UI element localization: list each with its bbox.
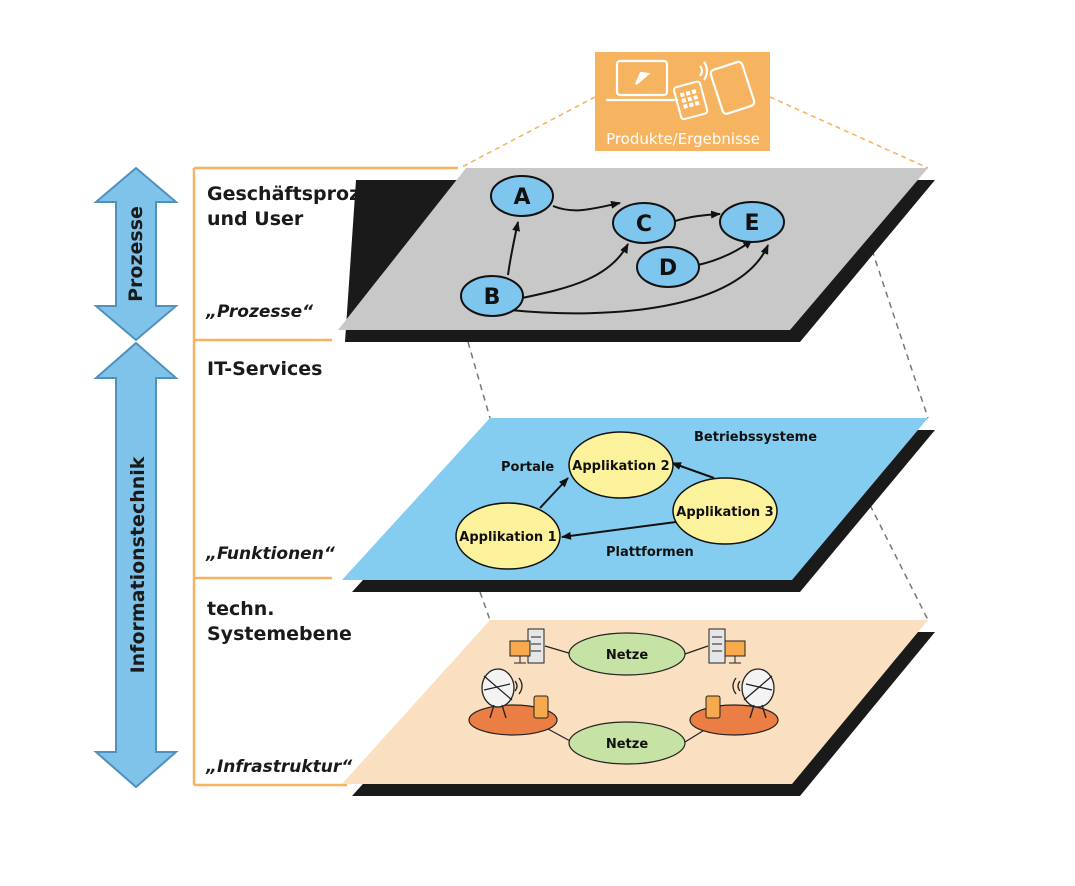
business-layer-tag: „Prozesse“	[206, 302, 314, 322]
right-server-icon	[708, 628, 726, 664]
product-box-label: Produkte/Ergebnisse	[606, 130, 760, 148]
process-nodes: A B C D E	[460, 175, 785, 317]
right-mobile-icon	[705, 695, 721, 719]
plane-connector-lines	[467, 249, 929, 621]
left-infra-cluster	[468, 628, 558, 736]
tablet-icon	[699, 60, 756, 115]
network-bottom: Netze	[568, 721, 686, 765]
infrastructure-title-line2: Systemebene	[207, 623, 352, 645]
product-connector-lines	[459, 96, 929, 169]
app-3: Applikation 3	[672, 477, 778, 545]
right-satellite-dish-icon	[732, 668, 775, 719]
node-d-label: D	[659, 256, 677, 281]
app-1: Applikation 1	[455, 502, 561, 570]
node-c-label: C	[636, 212, 652, 237]
network-top-label: Netze	[606, 648, 648, 663]
app-3-label: Applikation 3	[676, 505, 773, 520]
label-portale: Portale	[501, 460, 554, 475]
edge-b-a	[507, 221, 520, 276]
edge-app1-app2	[539, 477, 569, 509]
edge-c-e	[671, 210, 721, 223]
infrastructure-layer-title: techn. Systemebene	[207, 597, 352, 647]
business-layer-title: Geschäftsprozesse und User	[207, 182, 409, 232]
node-e-label: E	[744, 211, 759, 236]
app-1-label: Applikation 1	[459, 530, 556, 545]
network-top: Netze	[568, 632, 686, 676]
arrow-informationstechnik-label: Informationstechnik	[127, 456, 149, 674]
network-bottom-label: Netze	[606, 737, 648, 752]
phone-icon	[672, 80, 709, 121]
node-b-label: B	[484, 285, 501, 310]
left-mobile-icon	[533, 695, 549, 719]
plane-business	[338, 168, 935, 342]
app-2: Applikation 2	[568, 431, 674, 499]
network-nodes: Netze Netze	[568, 632, 686, 765]
left-monitor-icon	[509, 640, 531, 664]
node-a: A	[490, 175, 554, 217]
arrow-informationstechnik	[93, 341, 179, 789]
edge-b-e	[509, 244, 769, 315]
infrastructure-title-line1: techn.	[207, 598, 275, 620]
right-infra-cluster	[689, 628, 779, 736]
left-server-icon	[527, 628, 545, 664]
left-satellite-dish-icon	[481, 668, 523, 719]
arrow-prozesse-label: Prozesse	[125, 206, 147, 302]
app-edges	[539, 462, 715, 540]
label-plattformen: Plattformen	[606, 545, 694, 560]
right-disc	[689, 704, 779, 736]
business-title-line2: und User	[207, 208, 304, 230]
node-a-label: A	[513, 185, 530, 210]
network-links	[544, 645, 709, 743]
laptop-icon	[606, 59, 678, 102]
label-betriebssysteme: Betriebssysteme	[694, 430, 817, 445]
orange-bracket	[192, 166, 458, 787]
business-title-line1: Geschäftsprozesse	[207, 183, 409, 205]
node-c: C	[612, 202, 676, 244]
arrow-prozesse	[93, 166, 179, 342]
it-services-layer-tag: „Funktionen“	[206, 544, 335, 564]
it-services-layer-title: IT-Services	[207, 358, 323, 380]
edge-b-c	[521, 243, 629, 299]
right-monitor-icon	[724, 640, 746, 664]
product-box: Produkte/Ergebnisse	[595, 52, 770, 151]
node-b: B	[460, 275, 524, 317]
app-2-label: Applikation 2	[572, 459, 669, 474]
edge-a-c	[552, 200, 621, 212]
edge-app3-app1	[561, 521, 677, 540]
infrastructure-layer-tag: „Infrastruktur“	[206, 757, 353, 777]
node-d: D	[636, 246, 700, 288]
app-nodes: Applikation 1 Applikation 2 Applikation …	[455, 431, 778, 570]
node-e: E	[719, 201, 785, 243]
edge-app3-app2	[671, 462, 715, 479]
